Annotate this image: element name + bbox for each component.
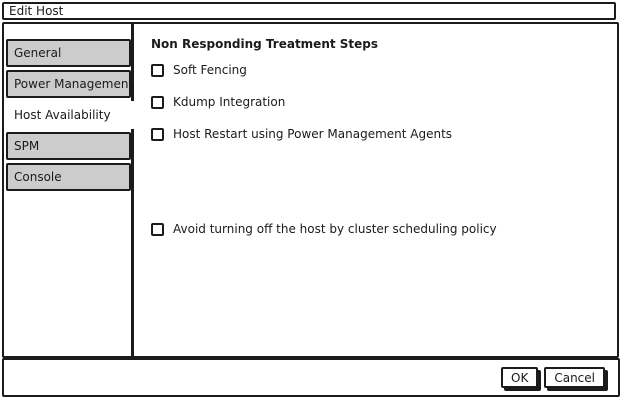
checkbox-row-soft-fencing[interactable]: Soft Fencing (151, 63, 609, 78)
dialog-title: Edit Host (9, 4, 64, 18)
cancel-button[interactable]: Cancel (544, 367, 605, 388)
checkbox-row-kdump-integration[interactable]: Kdump Integration (151, 95, 609, 110)
host-restart-checkbox[interactable] (151, 128, 164, 141)
avoid-turning-off-label: Avoid turning off the host by cluster sc… (173, 222, 497, 236)
tabstrip-divider (131, 24, 134, 356)
avoid-turning-off-checkbox[interactable] (151, 223, 164, 236)
soft-fencing-checkbox[interactable] (151, 64, 164, 77)
soft-fencing-label: Soft Fencing (173, 63, 247, 77)
dialog-body: General Power Management Host Availabili… (2, 22, 619, 358)
tab-general[interactable]: General (6, 39, 131, 67)
host-restart-label: Host Restart using Power Management Agen… (173, 127, 453, 141)
tab-host-availability[interactable]: Host Availability (4, 101, 135, 129)
tab-content-panel: Non Responding Treatment Steps Soft Fenc… (134, 24, 617, 356)
kdump-integration-checkbox[interactable] (151, 96, 164, 109)
tab-spm[interactable]: SPM (6, 132, 131, 160)
checkbox-row-host-restart[interactable]: Host Restart using Power Management Agen… (151, 127, 609, 142)
dialog-footer: OK Cancel (2, 358, 620, 397)
dialog-titlebar: Edit Host (2, 2, 616, 20)
checkbox-row-avoid-turning-off[interactable]: Avoid turning off the host by cluster sc… (151, 222, 609, 237)
kdump-integration-label: Kdump Integration (173, 95, 286, 109)
ok-button[interactable]: OK (501, 367, 539, 388)
tab-strip: General Power Management Host Availabili… (4, 24, 135, 356)
tab-power-management[interactable]: Power Management (6, 70, 133, 98)
section-heading: Non Responding Treatment Steps (151, 37, 379, 51)
tab-console[interactable]: Console (6, 163, 131, 191)
